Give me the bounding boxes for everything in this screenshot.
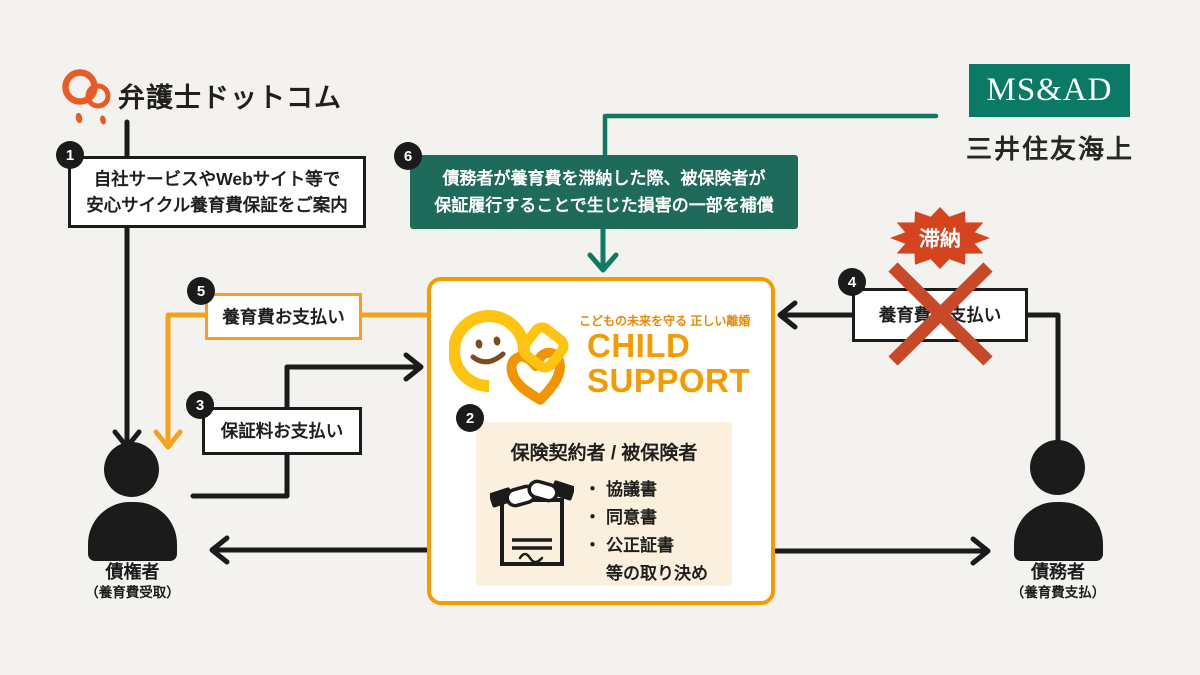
step3-box: 保証料お支払い [202, 407, 362, 455]
debtor-title: 債務者 [1031, 562, 1085, 582]
step4-box: 養育費お支払い [852, 288, 1028, 342]
step6-line1: 債務者が養育費を滞納した際、被保険者が [442, 169, 766, 188]
child-support-word2: SUPPORT [587, 362, 751, 399]
step5-badge: 5 [187, 277, 215, 305]
child-support-word1: CHILD [587, 327, 691, 364]
step6-box: 債務者が養育費を滞納した際、被保険者が 保証履行することで生じた損害の一部を補償 [410, 155, 798, 229]
child-support-logo-icon [449, 310, 569, 405]
step5-box: 養育費お支払い [205, 293, 362, 340]
step1-badge: 1 [56, 141, 84, 169]
step6-line2: 保証履行することで生じた損害の一部を補償 [434, 196, 774, 215]
step3-label: 保証料お支払い [220, 421, 344, 441]
creditor-subtitle: （養育費受取） [85, 585, 180, 600]
step6-badge: 6 [394, 142, 422, 170]
step2-badge: 2 [456, 404, 484, 432]
policyholder-title: 保険契約者 / 被保険者 [510, 443, 698, 464]
msad-logo-text: MS&AD [986, 72, 1113, 108]
arrow-to-debtor [772, 536, 991, 566]
creditor-person-icon [104, 442, 159, 497]
arrow-to-creditor [209, 535, 430, 565]
list-item-suffix: 等の取り決め [606, 564, 708, 583]
policyholder-panel: 保険契約者 / 被保険者 ・ 協議書 ・ 同意書 [476, 422, 732, 586]
debtor-subtitle: （養育費支払） [1010, 585, 1106, 600]
child-support-tagline: こどもの未来を守る 正しい離婚 [579, 314, 751, 328]
step1-box: 自社サービスやWebサイト等で 安心サイクル養育費保証をご案内 [68, 156, 366, 228]
step1-line2: 安心サイクル養育費保証をご案内 [86, 195, 348, 215]
bullet-text: 公正証書 [606, 536, 674, 555]
late-payment-burst-text: 滞納 [919, 227, 961, 251]
step1-line1: 自社サービスやWebサイト等で [93, 169, 341, 189]
list-item: ・ 同意書 [584, 504, 708, 532]
step4-badge: 4 [838, 268, 866, 296]
debtor-person-icon [1014, 502, 1103, 561]
child-support-wordmark: CHILD SUPPORT [587, 328, 750, 398]
bullet-text: 協議書 [606, 480, 657, 499]
creditor-title: 債権者 [105, 562, 160, 582]
list-item: ・ 協議書 [584, 476, 708, 504]
list-item: ・ 公正証書 [584, 532, 708, 560]
step5-label: 養育費お支払い [222, 306, 345, 327]
line-msad-to-box6 [602, 113, 939, 157]
debtor-label: 債務者 （養育費支払） [988, 561, 1128, 602]
bullet-dot: ・ [584, 508, 601, 527]
child-support-box: こどもの未来を守る 正しい離婚 CHILD SUPPORT 保険契約者 / 被保… [427, 277, 775, 605]
bullet-dot: ・ [584, 536, 601, 555]
arrow-step6-down [587, 226, 619, 273]
step3-badge: 3 [186, 391, 214, 419]
handshake-document-icon [490, 479, 574, 566]
bengoshi-logo-icon [62, 69, 111, 125]
msad-logo: MS&AD [969, 64, 1130, 117]
creditor-person-icon [88, 502, 177, 561]
creditor-label: 債権者 （養育費受取） [60, 561, 205, 602]
step4-label: 養育費お支払い [878, 305, 1002, 325]
late-payment-burst-icon [890, 207, 990, 269]
msad-company-name: 三井住友海上 [965, 134, 1134, 164]
agreement-list: ・ 協議書 ・ 同意書 ・ 公正証書 等の取り決め [584, 476, 708, 588]
bengoshi-logo-text: 弁護士ドットコム [118, 83, 342, 113]
bullet-dot: ・ [584, 480, 601, 499]
debtor-person-icon [1030, 440, 1085, 495]
bullet-text: 同意書 [606, 508, 657, 527]
